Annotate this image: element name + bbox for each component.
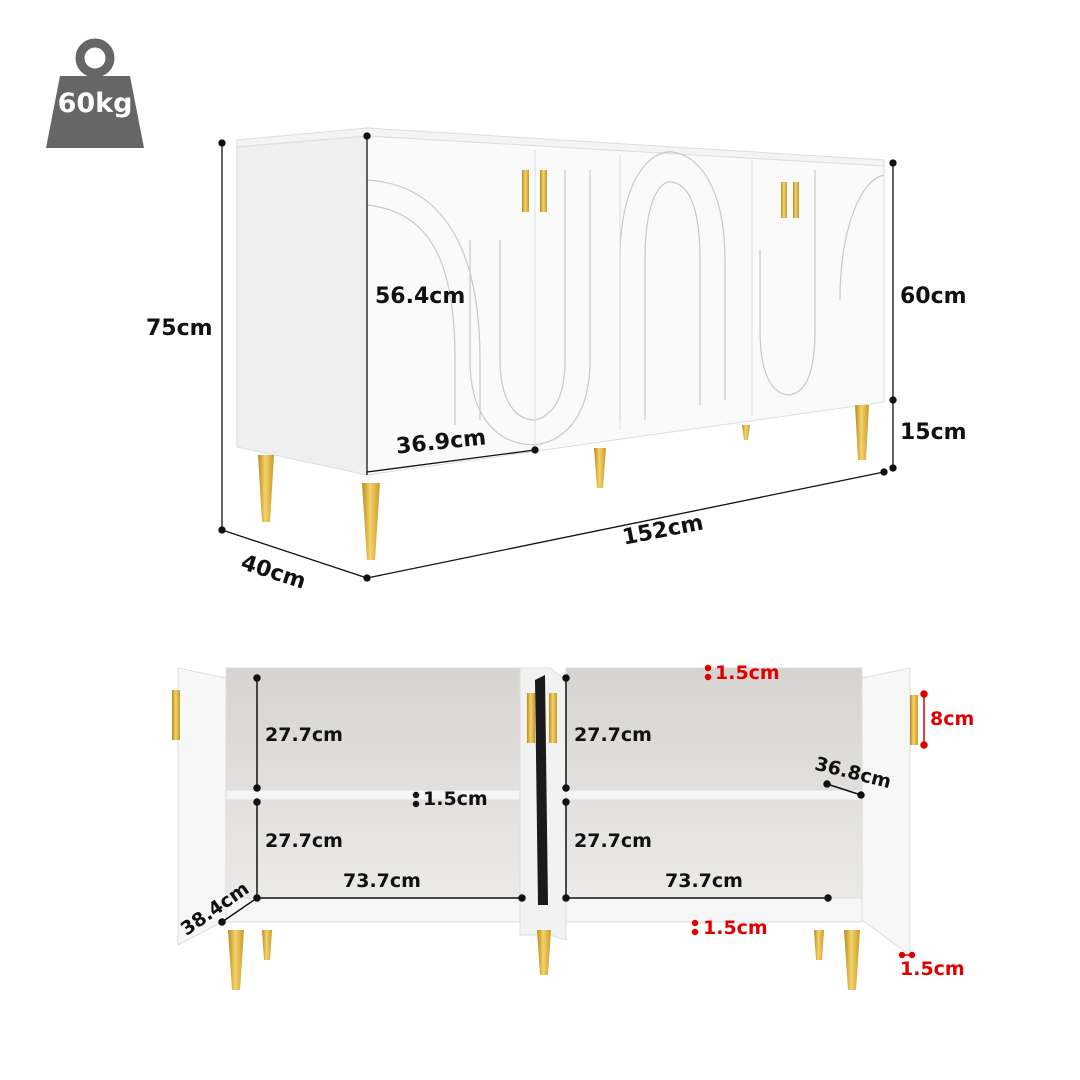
total-height-label: 75cm (146, 316, 213, 341)
shelf-thickness-label: 1.5cm (423, 788, 488, 810)
door-height-label: 56.4cm (375, 284, 466, 309)
handle-length-label: 8cm (930, 708, 975, 730)
bottom-panel-thickness-label: 1.5cm (703, 917, 768, 939)
right-upper-height-label: 27.7cm (574, 724, 652, 746)
weight-label: 60kg (57, 88, 133, 119)
left-inner-width-label: 73.7cm (343, 870, 421, 892)
left-upper-height-label: 27.7cm (265, 724, 343, 746)
weight-icon (46, 38, 144, 148)
right-lower-height-label: 27.7cm (574, 830, 652, 852)
right-inner-width-label: 73.7cm (665, 870, 743, 892)
top-panel-thickness-label: 1.5cm (715, 662, 780, 684)
left-lower-height-label: 27.7cm (265, 830, 343, 852)
side-panel-thickness-label: 1.5cm (900, 958, 965, 980)
body-height-label: 60cm (900, 284, 967, 309)
leg-height-label: 15cm (900, 420, 967, 445)
